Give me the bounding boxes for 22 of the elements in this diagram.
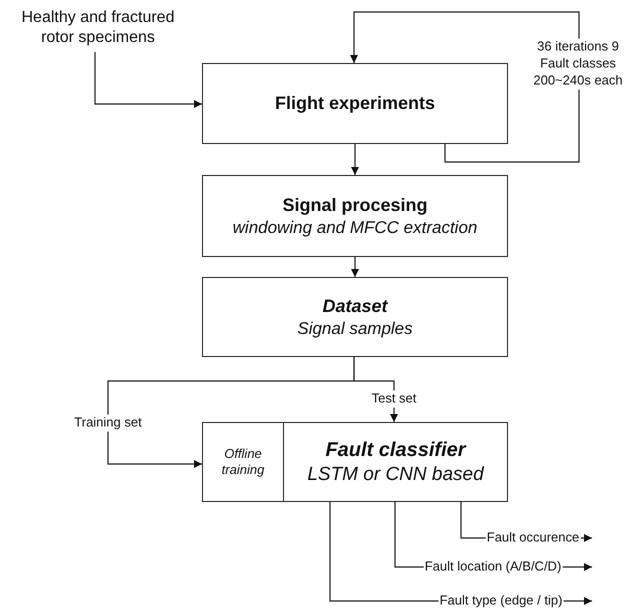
edge-label: Training set xyxy=(73,414,143,432)
process-box xyxy=(283,422,508,502)
box-title: Signal procesing xyxy=(282,194,428,217)
process-box xyxy=(202,422,284,502)
box-title: Fault classifier xyxy=(325,438,466,463)
box-subtitle: Signal samples xyxy=(297,318,413,339)
arrow xyxy=(350,11,580,163)
box-title: Flight experiments xyxy=(274,92,436,115)
edge-label: Fault type (edge / tip) xyxy=(438,592,564,610)
box-title: Offline training xyxy=(220,446,266,478)
process-box xyxy=(202,63,508,144)
arrow xyxy=(351,144,359,175)
arrow xyxy=(94,52,202,108)
box-subtitle: windowing and MFCC extraction xyxy=(232,216,478,238)
box-title: Dataset xyxy=(322,295,388,318)
box-subtitle: LSTM or CNN based xyxy=(307,462,484,486)
edge-label: Test set xyxy=(370,390,418,408)
edge-label: Fault location (A/B/C/D) xyxy=(424,558,562,576)
arrow xyxy=(351,257,359,277)
box-title: Healthy and fractured rotor specimens xyxy=(20,8,176,48)
process-box xyxy=(202,175,508,257)
process-box xyxy=(202,277,508,357)
